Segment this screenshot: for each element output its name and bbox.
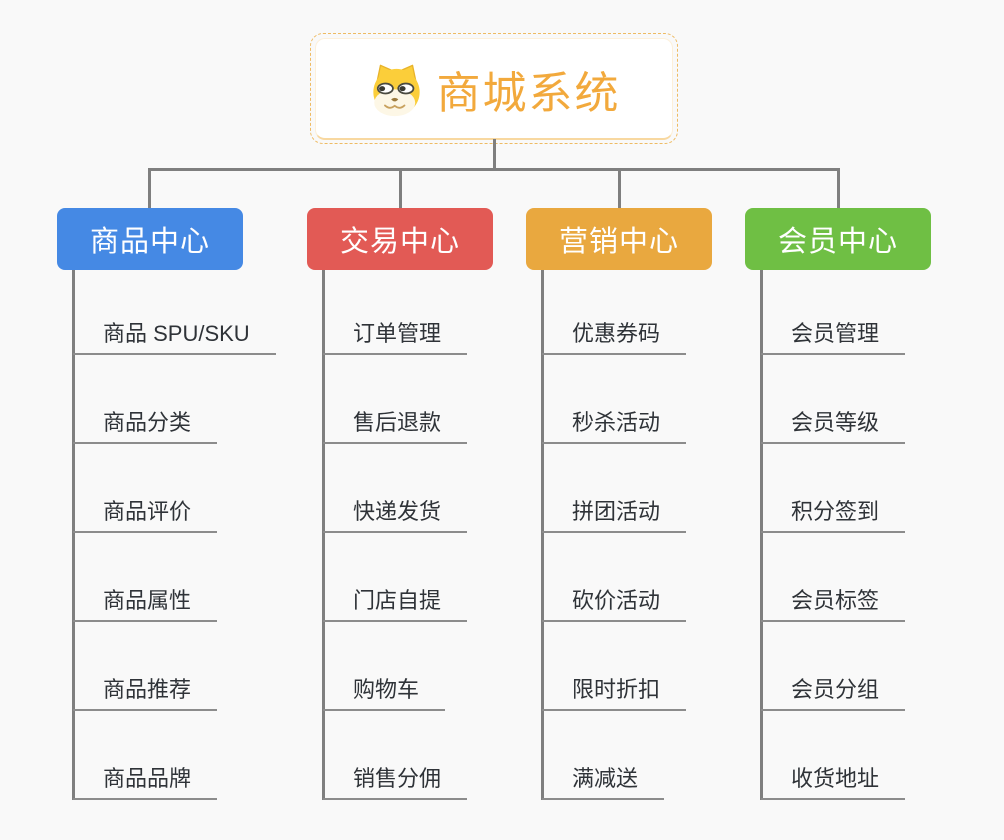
root-title: 商城系统 — [436, 68, 621, 118]
branch-drop-line — [399, 168, 402, 208]
leaf-node[interactable]: 会员分组 — [761, 677, 906, 711]
leaf-node[interactable]: 门店自提 — [323, 588, 468, 622]
leaf-node[interactable]: 商品分类 — [73, 410, 218, 444]
leaf-node[interactable]: 拼团活动 — [542, 499, 687, 533]
leaf-node[interactable]: 优惠券码 — [542, 321, 687, 355]
leaf-node[interactable]: 商品品牌 — [73, 766, 218, 800]
column-line-3 — [760, 270, 763, 800]
leaf-node[interactable]: 会员标签 — [761, 588, 906, 622]
branch-node-3[interactable]: 会员中心 — [745, 208, 931, 270]
branch-node-1[interactable]: 交易中心 — [307, 208, 493, 270]
branch-node-0[interactable]: 商品中心 — [57, 208, 243, 270]
column-line-2 — [541, 270, 544, 800]
leaf-node[interactable]: 积分签到 — [761, 499, 906, 533]
branch-drop-line — [618, 168, 621, 208]
leaf-node[interactable]: 限时折扣 — [542, 677, 687, 711]
column-line-0 — [72, 270, 75, 800]
leaf-node[interactable]: 满减送 — [542, 766, 665, 800]
leaf-node[interactable]: 销售分佣 — [323, 766, 468, 800]
leaf-node[interactable]: 砍价活动 — [542, 588, 687, 622]
leaf-node[interactable]: 购物车 — [323, 677, 446, 711]
root-node[interactable]: 商城系统 — [310, 33, 678, 144]
doge-icon — [368, 60, 425, 117]
leaf-node[interactable]: 商品评价 — [73, 499, 218, 533]
leaf-node[interactable]: 订单管理 — [323, 321, 468, 355]
leaf-node[interactable]: 商品属性 — [73, 588, 218, 622]
leaf-node[interactable]: 收货地址 — [761, 766, 906, 800]
leaf-node[interactable]: 快递发货 — [323, 499, 468, 533]
branch-drop-line — [148, 168, 151, 208]
leaf-node[interactable]: 售后退款 — [323, 410, 468, 444]
leaf-node[interactable]: 会员管理 — [761, 321, 906, 355]
leaf-node[interactable]: 会员等级 — [761, 410, 906, 444]
root-connector-stub — [493, 139, 496, 169]
leaf-node[interactable]: 商品 SPU/SKU — [73, 321, 276, 355]
branch-drop-line — [837, 168, 840, 208]
leaf-node[interactable]: 商品推荐 — [73, 677, 218, 711]
leaf-node[interactable]: 秒杀活动 — [542, 410, 687, 444]
column-line-1 — [322, 270, 325, 800]
branch-node-2[interactable]: 营销中心 — [526, 208, 712, 270]
branch-connector-bar — [148, 168, 840, 171]
